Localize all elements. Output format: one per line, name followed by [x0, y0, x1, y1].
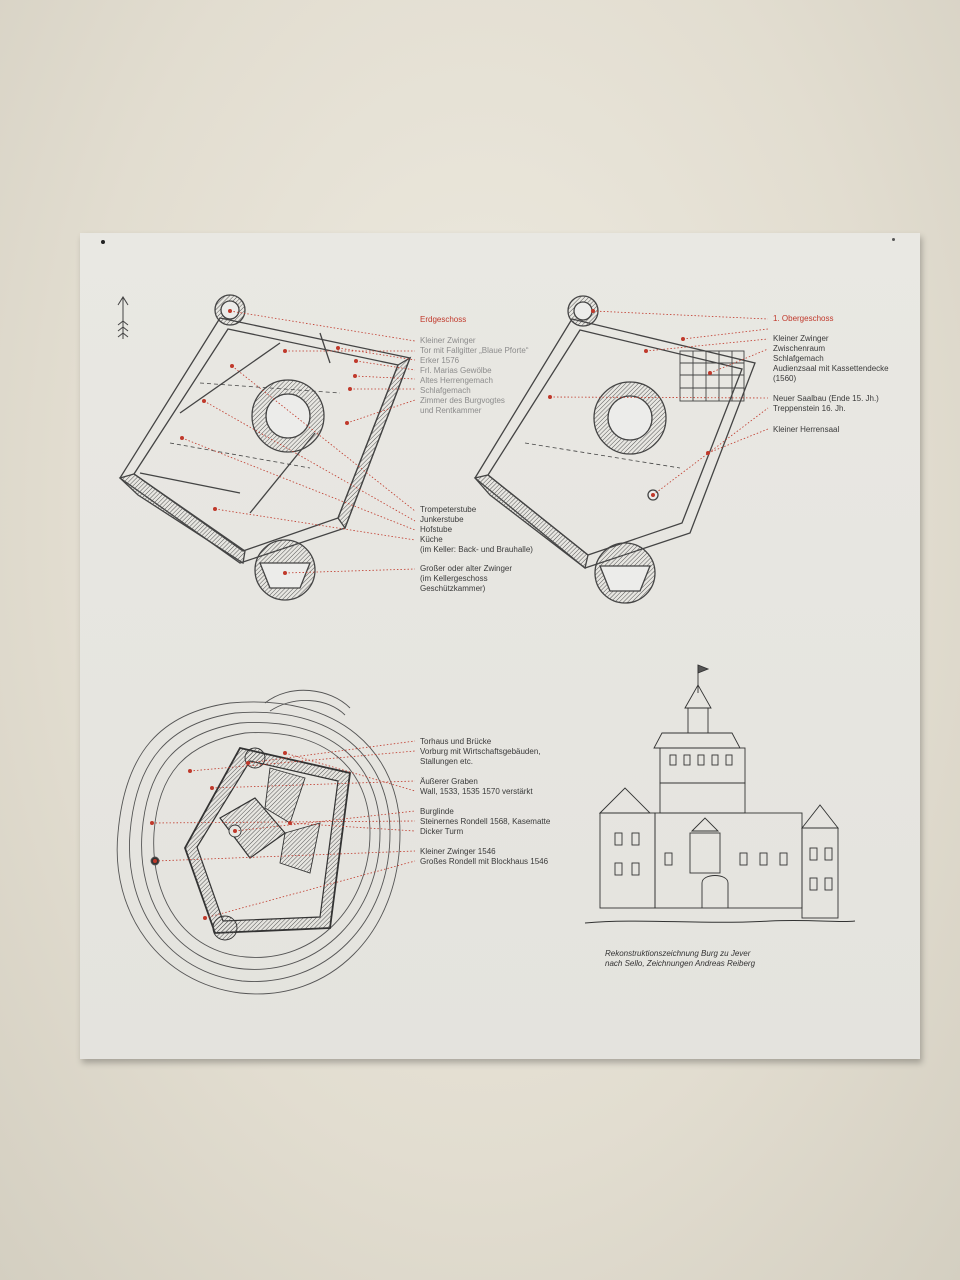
site-plan	[116, 689, 401, 995]
label: Großer oder alter Zwinger	[420, 564, 513, 573]
site-labels-b: Äußerer Graben Wall, 1533, 1535 1570 ver…	[420, 777, 533, 797]
ground-floor-labels-low: Großer oder alter Zwinger (im Kellergesc…	[420, 564, 512, 594]
label: Frl. Marias Gewölbe	[420, 366, 492, 375]
label: Tor mit Fallgitter „Blaue Pforte“	[420, 346, 529, 355]
label: Steinernes Rondell 1568, Kasematte	[420, 817, 551, 826]
label: und Rentkammer	[420, 406, 482, 415]
exhibit-board: Erdgeschoss Kleiner Zwinger Tor mit Fall…	[80, 233, 920, 1059]
label: (im Keller: Back- und Brauhalle)	[420, 545, 533, 554]
upper-floor-heading: 1. Obergeschoss	[773, 314, 834, 323]
site-labels-d: Kleiner Zwinger 1546 Großes Rondell mit …	[420, 847, 548, 867]
label: Junkerstube	[420, 515, 464, 524]
mounting-pin	[892, 238, 895, 241]
mounting-pin	[101, 240, 105, 244]
site-labels-c: Burglinde Steinernes Rondell 1568, Kasem…	[420, 807, 550, 837]
label: Küche	[420, 535, 443, 544]
site-labels-a: Torhaus und Brücke Vorburg mit Wirtschaf…	[420, 737, 541, 767]
label: (1560)	[773, 374, 797, 383]
sketch-caption: Rekonstruktionszeichnung Burg zu Jever n…	[605, 949, 755, 969]
label: Zwischenraum	[773, 344, 826, 353]
label: Kleiner Zwinger	[420, 336, 476, 345]
label: Zimmer des Burgvogtes	[420, 396, 505, 405]
ground-floor-plan	[118, 294, 412, 601]
caption-line: nach Sello, Zeichnungen Andreas Reiberg	[605, 959, 756, 968]
label: (im Kellergeschoss	[420, 574, 488, 583]
label: Schlafgemach	[773, 354, 824, 363]
label: Großes Rondell mit Blockhaus 1546	[420, 857, 549, 866]
ground-floor-labels-top: Kleiner Zwinger Tor mit Fallgitter „Blau…	[420, 336, 528, 416]
label: Audienzsaal mit Kassettendecke	[773, 364, 889, 373]
label: Burglinde	[420, 807, 454, 816]
label: Äußerer Graben	[420, 777, 478, 786]
label: Hofstube	[420, 525, 453, 534]
label: Stallungen etc.	[420, 757, 473, 766]
label: Neuer Saalbau (Ende 15. Jh.)	[773, 394, 879, 403]
castle-sketch	[584, 664, 856, 924]
label: Kleiner Zwinger 1546	[420, 847, 496, 856]
upper-floor-labels-low: Kleiner Herrensaal	[773, 425, 839, 435]
label: Kleiner Herrensaal	[773, 425, 840, 434]
label: Geschützkammer)	[420, 584, 486, 593]
label: Torhaus und Brücke	[420, 737, 492, 746]
label: Altes Herrengemach	[420, 376, 493, 385]
label: Schlafgemach	[420, 386, 471, 395]
label: Kleiner Zwinger	[773, 334, 829, 343]
north-arrow-icon	[117, 296, 129, 339]
leader-dots	[150, 309, 712, 920]
upper-floor-labels-top: Kleiner Zwinger Zwischenraum Schlafgemac…	[773, 334, 889, 384]
floor-plan-drawings	[116, 294, 856, 995]
upper-floor-plan	[473, 295, 756, 604]
ground-floor-labels-mid: Trompeterstube Junkerstube Hofstube Küch…	[420, 505, 533, 555]
leader-lines	[151, 310, 769, 919]
label: Wall, 1533, 1535 1570 verstärkt	[420, 787, 533, 796]
label: Trompeterstube	[420, 505, 477, 514]
ground-floor-heading: Erdgeschoss	[420, 315, 467, 324]
label: Vorburg mit Wirtschaftsgebäuden,	[420, 747, 541, 756]
label: Erker 1576	[420, 356, 460, 365]
caption-line: Rekonstruktionszeichnung Burg zu Jever	[605, 949, 751, 958]
label: Dicker Turm	[420, 827, 464, 836]
label: Treppenstein 16. Jh.	[773, 404, 846, 413]
upper-floor-labels-mid: Neuer Saalbau (Ende 15. Jh.) Treppenstei…	[773, 394, 879, 414]
